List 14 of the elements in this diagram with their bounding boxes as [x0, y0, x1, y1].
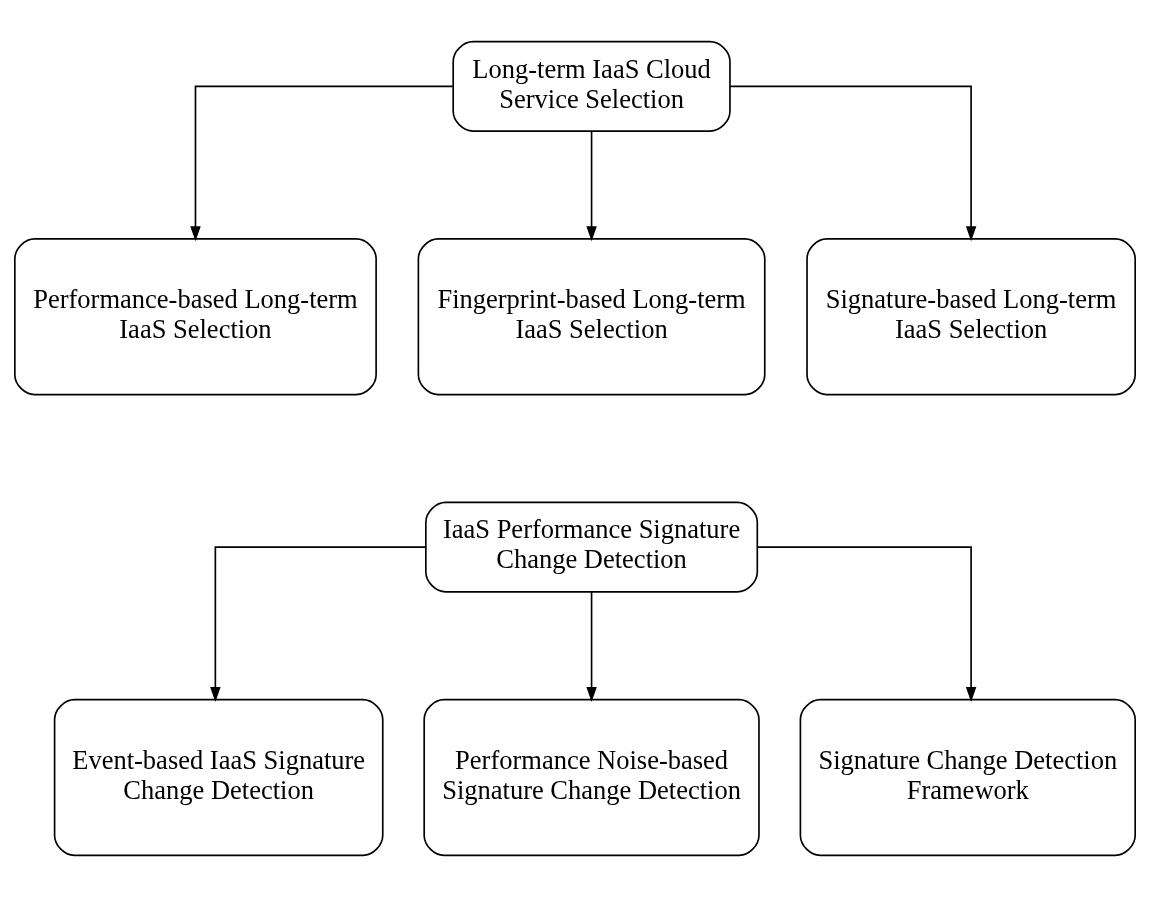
arrow — [586, 591, 597, 702]
node-box: Performance Noise-based Signature Change Detection — [423, 698, 760, 857]
arrow — [210, 546, 427, 702]
arrow — [190, 85, 454, 242]
node-box: Event-based IaaS Signature Change Detection — [53, 698, 384, 857]
node-box: Signature-based Long-term IaaS Selection — [806, 238, 1136, 396]
arrow — [729, 85, 977, 242]
node-box: Signature Change Detection Framework — [799, 698, 1136, 857]
node-box: Performance-based Long-term IaaS Selection — [14, 238, 377, 396]
node-box: Long-term IaaS Cloud Service Selection — [452, 40, 731, 132]
node-box: Fingerprint-based Long-term IaaS Selection — [417, 238, 766, 396]
arrow — [586, 130, 597, 242]
node-box: IaaS Performance Signature Change Detection — [425, 501, 759, 593]
arrow — [756, 546, 977, 702]
